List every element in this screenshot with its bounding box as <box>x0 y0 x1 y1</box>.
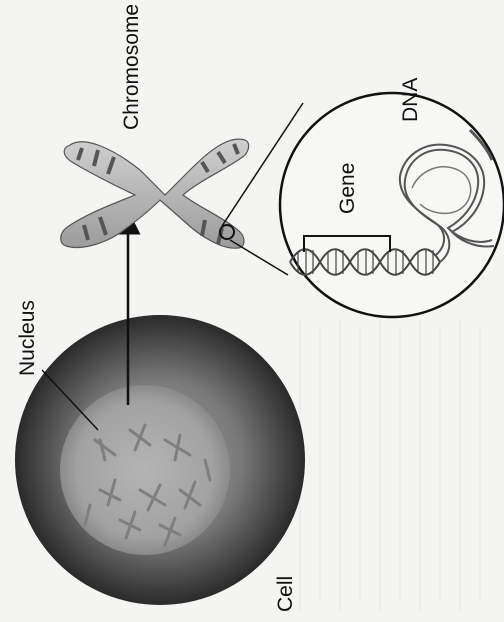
chromosome-label: Chromosome <box>120 4 143 130</box>
nucleus <box>60 385 230 555</box>
cell-illustration <box>15 315 305 605</box>
nucleus-label: Nucleus <box>16 300 39 376</box>
zoom-line-bottom <box>230 240 288 275</box>
dna-label: DNA <box>399 78 422 122</box>
background-texture <box>300 320 480 610</box>
chromosome <box>61 139 249 248</box>
gene-label: Gene <box>336 163 359 214</box>
cell-label: Cell <box>274 576 297 612</box>
dna-magnified-view <box>280 93 504 317</box>
